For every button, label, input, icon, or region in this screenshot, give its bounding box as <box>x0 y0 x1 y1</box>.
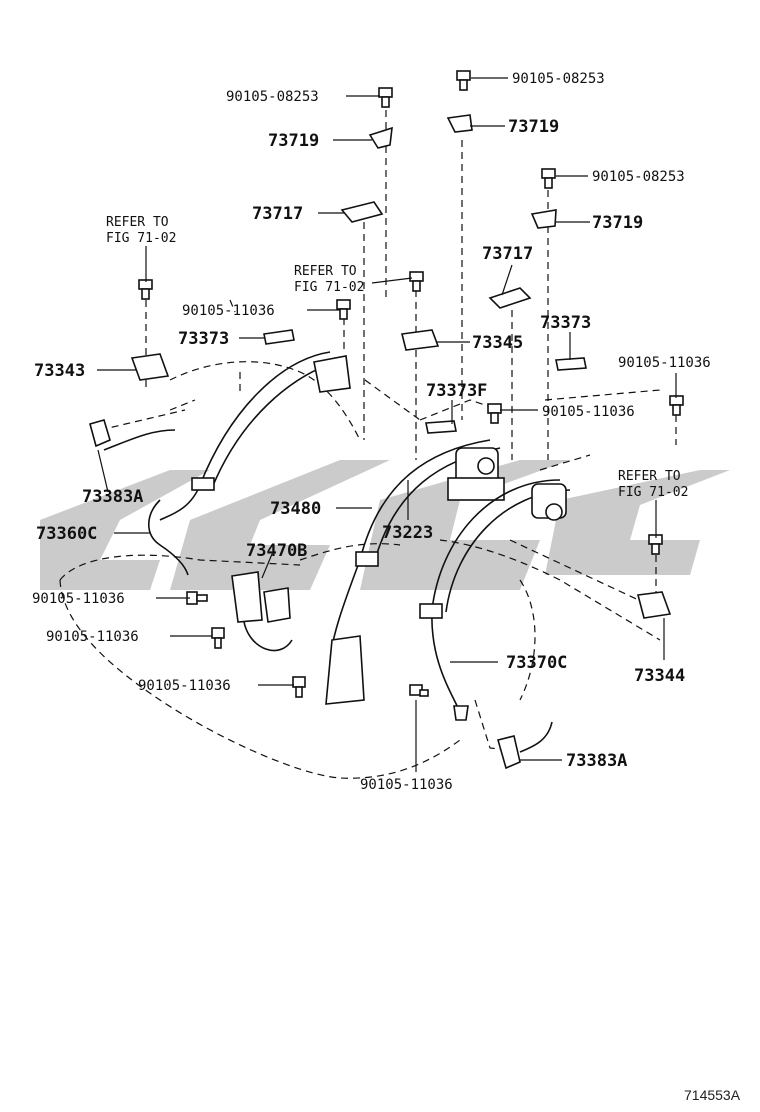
bolt-icon <box>669 395 684 416</box>
label-cover-73717-left: 73717 <box>252 204 303 224</box>
label-bezel-73345: 73345 <box>472 333 523 353</box>
bolt-icon <box>541 168 556 189</box>
bolt-icon <box>487 403 502 424</box>
label-belt-73360c: 73360C <box>36 524 97 544</box>
label-bolt-11036-left-2: 90105-11036 <box>46 629 139 645</box>
bolt-icon <box>409 684 429 697</box>
cover-icons <box>340 201 532 309</box>
label-refer-right-line1: REFER TO <box>618 469 681 484</box>
anchor-icons <box>368 114 557 229</box>
label-bolt-11036-left-3: 90105-11036 <box>138 678 231 694</box>
label-bolt-11036-left-1: 90105-11036 <box>32 591 125 607</box>
bolt-icon <box>211 627 225 649</box>
label-bolt-11036-right-top: 90105-11036 <box>618 355 711 371</box>
bolt-icon <box>336 299 351 320</box>
figure-number: 714553A <box>684 1087 741 1103</box>
bolt-icon <box>138 279 153 300</box>
bolt-icon <box>378 87 393 108</box>
label-sensor-73383a-left: 73383A <box>82 487 143 507</box>
label-sensor-73383a-right: 73383A <box>566 751 627 771</box>
label-refer-left-line2: FIG 71-02 <box>106 231 176 246</box>
label-anchor-73719-left: 73719 <box>268 131 319 151</box>
belt-left <box>147 351 351 576</box>
bolt-icon <box>409 271 424 292</box>
assembly-centerlines <box>145 110 677 600</box>
bolt-icon <box>292 676 306 698</box>
bolt-icons <box>138 70 684 698</box>
label-refer-left-line1: REFER TO <box>106 215 169 230</box>
leader-lines <box>97 77 677 772</box>
label-bolt-08253-right: 90105-08253 <box>592 169 685 185</box>
label-bezel-73344: 73344 <box>634 666 685 686</box>
belt-center <box>325 439 505 705</box>
label-refer-right-line2: FIG 71-02 <box>618 485 688 500</box>
belt-right <box>419 479 571 721</box>
label-refer-center-line2: FIG 71-02 <box>294 280 364 295</box>
label-escutcheon-73373f: 73373F <box>426 381 487 401</box>
label-bolt-08253-top-right: 90105-08253 <box>512 71 605 87</box>
sensor-icons <box>89 419 553 770</box>
label-cover-73717-right: 73717 <box>482 244 533 264</box>
label-bezel-73343: 73343 <box>34 361 85 381</box>
label-buckle-73470b: 73470B <box>246 541 307 561</box>
label-belt-73370c: 73370C <box>506 653 567 673</box>
bezel-icons <box>130 329 672 619</box>
label-belt-73480: 73480 <box>270 499 321 519</box>
label-anchor-73719-right: 73719 <box>592 213 643 233</box>
label-bolt-11036-bottom: 90105-11036 <box>360 777 453 793</box>
label-bolt-11036-center: 90105-11036 <box>542 404 635 420</box>
label-escutcheon-73373-left: 73373 <box>178 329 229 349</box>
label-retractor-73223: 73223 <box>382 523 433 543</box>
buckle-left <box>231 571 293 652</box>
bolt-icon <box>648 534 663 555</box>
label-refer-center-line1: REFER TO <box>294 264 357 279</box>
label-bolt-08253-top-left: 90105-08253 <box>226 89 319 105</box>
label-anchor-73719-center: 73719 <box>508 117 559 137</box>
label-bolt-11036-top: 90105-11036 <box>182 303 275 319</box>
label-escutcheon-73373-right: 73373 <box>540 313 591 333</box>
bolt-icon <box>456 70 471 91</box>
